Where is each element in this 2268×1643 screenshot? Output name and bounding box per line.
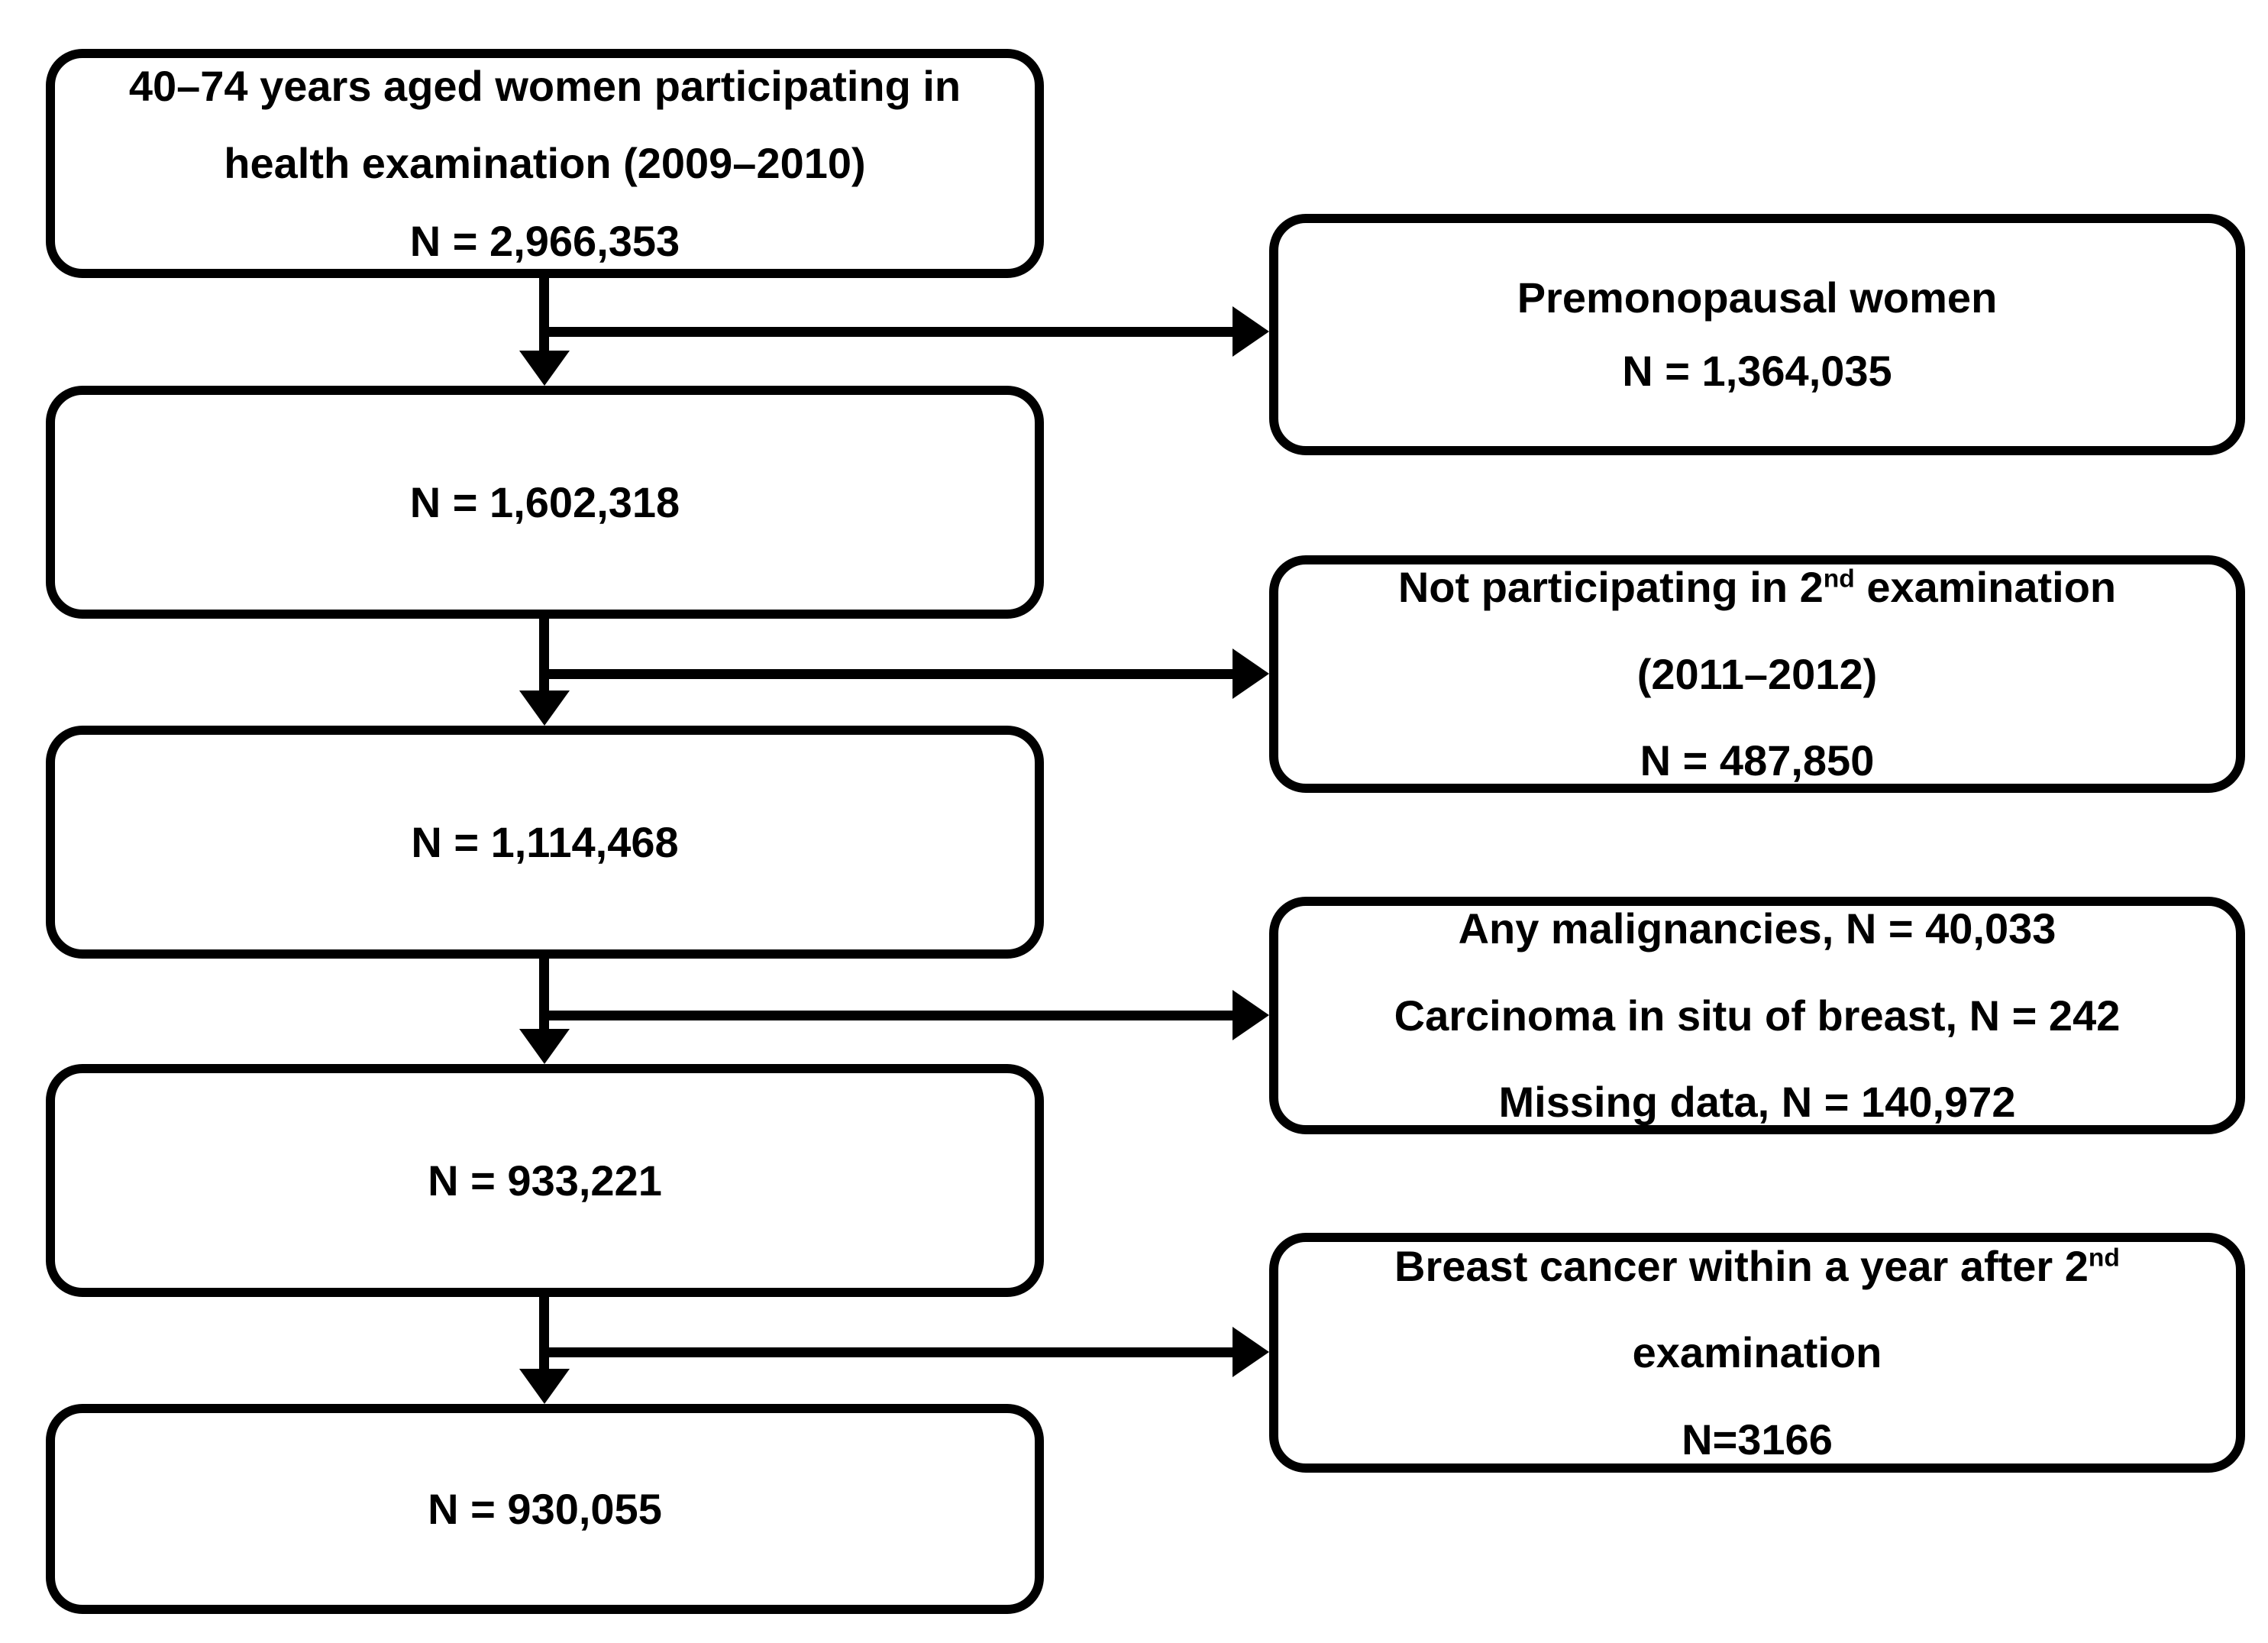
cohort-box-3: N = 1,114,468: [46, 726, 1044, 959]
exclusion-box-no-2nd-exam: Not participating in 2nd examination (20…: [1269, 555, 2245, 793]
flow-connector-3-vertical: [539, 956, 549, 1032]
cohort-box-final: N = 930,055: [46, 1404, 1044, 1614]
exclusion-box-breast-cancer: Breast cancer within a year after 2nd ex…: [1269, 1233, 2245, 1473]
exclusion-4-superscript: nd: [2088, 1243, 2120, 1272]
flow-connector-4-vertical: [539, 1295, 549, 1372]
arrowhead-down-3: [519, 1029, 570, 1064]
flow-connector-1-vertical: [539, 275, 549, 355]
exclusion-2-superscript: nd: [1823, 564, 1855, 593]
cohort-box-2: N = 1,602,318: [46, 386, 1044, 619]
flow-branch-3-horizontal: [544, 1011, 1233, 1020]
exclusion-2-line-1-post: examination: [1854, 563, 2117, 612]
flow-branch-4-horizontal: [544, 1347, 1233, 1357]
exclusion-2-line-2: (2011–2012): [1636, 649, 1878, 698]
exclusion-2-count: N = 487,850: [1640, 736, 1875, 785]
flow-branch-2-horizontal: [544, 669, 1233, 679]
exclusion-4-count: N=3166: [1682, 1415, 1833, 1463]
cohort-final-count: N = 930,055: [428, 1484, 662, 1533]
exclusion-3-line-1: Any malignancies, N = 40,033: [1458, 904, 2056, 953]
cohort-initial-line-2: health examination (2009–2010): [224, 139, 866, 188]
arrowhead-right-1: [1233, 306, 1269, 357]
exclusion-box-premenopausal: Premonopausal women N = 1,364,035: [1269, 214, 2245, 455]
flow-branch-1-horizontal: [544, 327, 1233, 337]
exclusion-3-line-2: Carcinoma in situ of breast, N = 242: [1394, 991, 2121, 1040]
cohort-initial-count: N = 2,966,353: [409, 216, 680, 265]
arrowhead-right-3: [1233, 990, 1269, 1040]
exclusion-1-count: N = 1,364,035: [1622, 347, 1892, 395]
arrowhead-down-4: [519, 1369, 570, 1404]
cohort-initial-line-1: 40–74 years aged women participating in: [128, 61, 961, 110]
arrowhead-down-1: [519, 351, 570, 386]
cohort-box-4: N = 933,221: [46, 1064, 1044, 1297]
cohort-box-initial: 40–74 years aged women participating in …: [46, 49, 1044, 278]
exclusion-3-line-3: Missing data, N = 140,972: [1498, 1078, 2016, 1127]
exclusion-2-line-1-pre: Not participating in 2: [1397, 563, 1824, 612]
exclusion-4-line-1: Breast cancer within a year after 2nd: [1394, 1241, 2120, 1290]
cohort-2-count: N = 1,602,318: [409, 477, 680, 526]
exclusion-4-line-1-pre: Breast cancer within a year after 2: [1394, 1241, 2089, 1290]
flow-connector-2-vertical: [539, 616, 549, 694]
exclusion-box-malignancy-missing: Any malignancies, N = 40,033 Carcinoma i…: [1269, 897, 2245, 1134]
exclusion-2-line-1: Not participating in 2nd examination: [1398, 564, 2116, 611]
cohort-4-count: N = 933,221: [428, 1156, 662, 1205]
cohort-3-count: N = 1,114,468: [411, 817, 679, 866]
arrowhead-right-2: [1233, 648, 1269, 699]
arrowhead-down-2: [519, 691, 570, 726]
arrowhead-right-4: [1233, 1327, 1269, 1377]
exclusion-4-line-2: examination: [1632, 1328, 1882, 1377]
exclusion-1-line-1: Premonopausal women: [1517, 273, 1998, 322]
